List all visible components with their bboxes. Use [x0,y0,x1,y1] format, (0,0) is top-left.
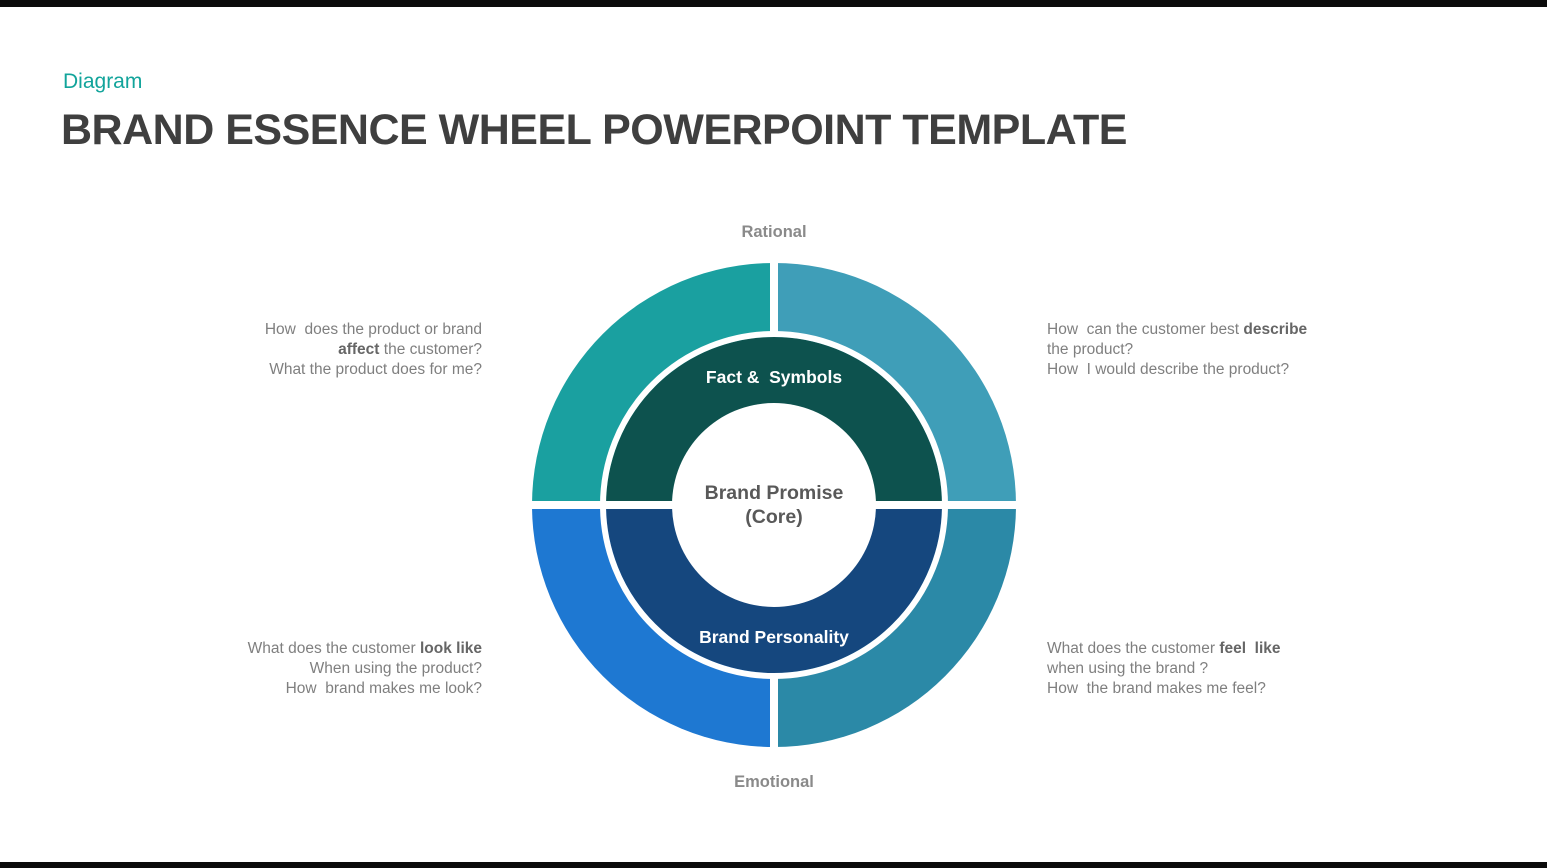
annotation-line: What the product does for me? [269,361,482,378]
page-title: BRAND ESSENCE WHEEL POWERPOINT TEMPLATE [61,106,1127,154]
wheel-graphic [532,263,1016,747]
annotation-line: the product? [1047,341,1134,358]
annotation-line: When using the product? [309,660,482,677]
core-label: Brand Promise (Core) [624,481,924,529]
annotation-line: How brand makes me look? [285,680,482,697]
annotation-line: How does the product or brand [264,321,482,338]
inner-ring-label-bottom: Brand Personality [699,627,849,647]
axis-label-rational: Rational [741,223,807,241]
annotation-top-right: How can the customer best describe the p… [1047,320,1467,380]
vertical-gap-top [770,263,778,337]
top-border [0,0,1547,7]
core-label-line1: Brand Promise [704,482,844,504]
annotation-line: How the brand makes me feel? [1047,680,1266,697]
brand-essence-wheel: Fact & Symbols Brand Promise (Core) Bran… [532,263,1016,747]
bottom-border [0,862,1547,868]
annotation-bottom-left: What does the customer look like When us… [62,639,482,699]
annotation-top-left: How does the product or brand affect the… [62,320,482,380]
annotation-line: What does the customer look like [247,640,482,657]
core-label-line2: (Core) [745,506,803,528]
annotation-line: How can the customer best describe [1047,321,1308,338]
annotation-bottom-right: What does the customer feel like when us… [1047,639,1467,699]
category-link[interactable]: Diagram [63,70,143,93]
core-circle [672,403,876,607]
annotation-line: What does the customer feel like [1047,640,1281,657]
vertical-gap-bottom [770,673,778,747]
annotation-line: when using the brand ? [1047,660,1209,677]
inner-ring-label-top: Fact & Symbols [705,367,843,387]
axis-label-emotional: Emotional [734,773,814,791]
annotation-line: How I would describe the product? [1047,361,1290,378]
annotation-line: affect the customer? [338,341,482,358]
